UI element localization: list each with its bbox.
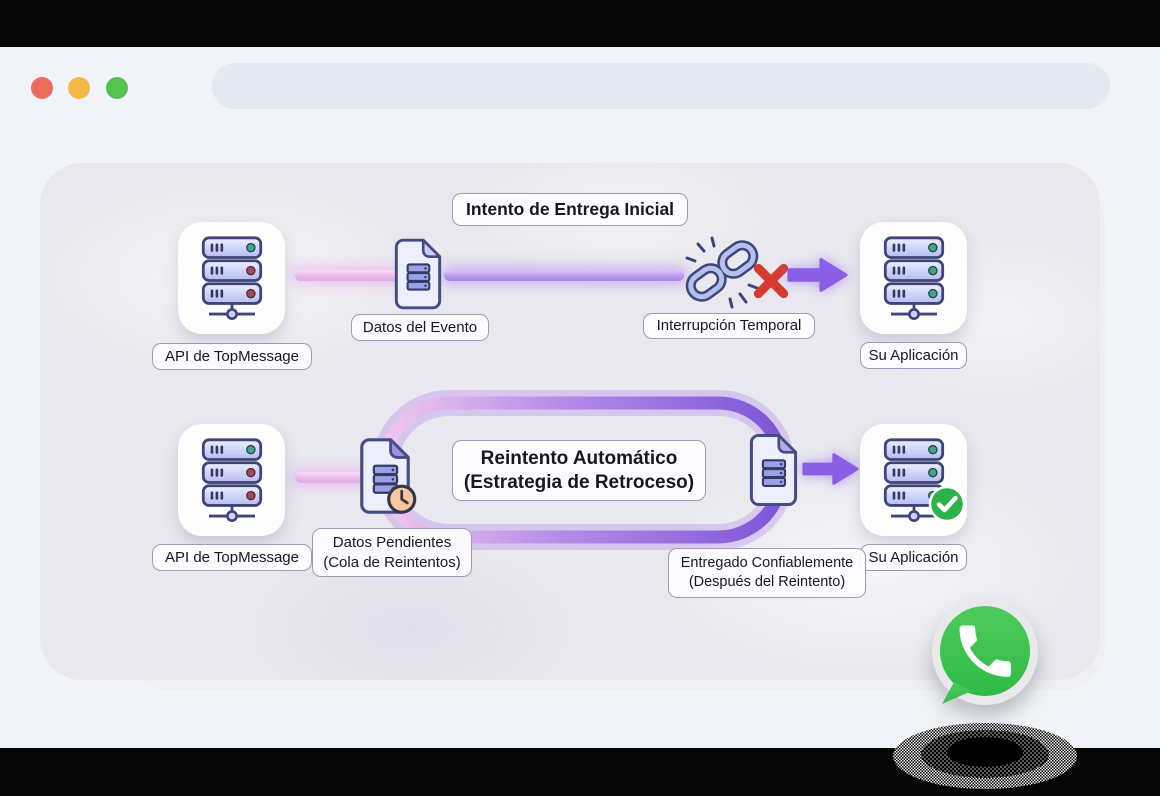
server-icon bbox=[201, 236, 262, 320]
close-button[interactable] bbox=[31, 77, 53, 99]
whatsapp-icon bbox=[932, 599, 1038, 705]
browser-window: Intento de Entrega Inicial API de TopMes… bbox=[0, 47, 1160, 748]
arrow-right-icon bbox=[802, 453, 859, 485]
whatsapp-button[interactable] bbox=[929, 598, 1041, 710]
retry-line1: Reintento Automático bbox=[480, 448, 678, 470]
server-card-api-bottom bbox=[178, 424, 285, 536]
server-card-app-bottom bbox=[860, 424, 967, 536]
retry-line2: (Estrategia de Retroceso) bbox=[463, 471, 695, 493]
server-icon bbox=[883, 438, 944, 522]
beam-api-to-event bbox=[295, 270, 425, 281]
pending-document-icon bbox=[360, 438, 417, 514]
delivered-document-icon bbox=[749, 434, 798, 506]
app-top-label: Su Aplicación bbox=[860, 342, 967, 369]
delivered-line1: Entregado Confiablemente bbox=[680, 555, 854, 572]
retry-strategy-box: Reintento Automático (Estrategia de Retr… bbox=[452, 440, 706, 501]
diagram-panel: Intento de Entrega Inicial API de TopMes… bbox=[40, 163, 1100, 680]
event-data-label: Datos del Evento bbox=[351, 314, 489, 341]
beam-api-to-queue bbox=[295, 472, 370, 483]
initial-delivery-title: Intento de Entrega Inicial bbox=[452, 193, 688, 226]
pending-line1: Datos Pendientes bbox=[332, 534, 452, 551]
arrow-right-icon bbox=[787, 258, 848, 292]
pending-queue-label: Datos Pendientes (Cola de Reintentos) bbox=[312, 528, 472, 577]
delivered-line2: (Después del Reintento) bbox=[688, 574, 846, 590]
app-bottom-label: Su Aplicación bbox=[860, 544, 967, 571]
beam-event-to-interruption bbox=[444, 270, 684, 281]
server-icon bbox=[883, 236, 944, 320]
server-card-app-top bbox=[860, 222, 967, 334]
minimize-button[interactable] bbox=[68, 77, 90, 99]
broken-chain-icon bbox=[685, 236, 759, 309]
clock-badge-icon bbox=[387, 484, 417, 514]
error-x-icon bbox=[753, 263, 789, 299]
api-top-label: API de TopMessage bbox=[152, 343, 312, 370]
address-bar[interactable] bbox=[212, 63, 1110, 109]
whatsapp-shadow-artifact bbox=[893, 723, 1077, 789]
delivered-label: Entregado Confiablemente (Después del Re… bbox=[668, 548, 866, 598]
interruption-label: Interrupción Temporal bbox=[643, 313, 815, 339]
server-icon bbox=[201, 438, 262, 522]
api-bottom-label: API de TopMessage bbox=[152, 544, 312, 571]
pending-line2: (Cola de Reintentos) bbox=[323, 553, 461, 571]
event-document-icon bbox=[394, 238, 442, 310]
server-card-api-top bbox=[178, 222, 285, 334]
success-check-icon bbox=[928, 485, 966, 523]
zoom-button[interactable] bbox=[106, 77, 128, 99]
